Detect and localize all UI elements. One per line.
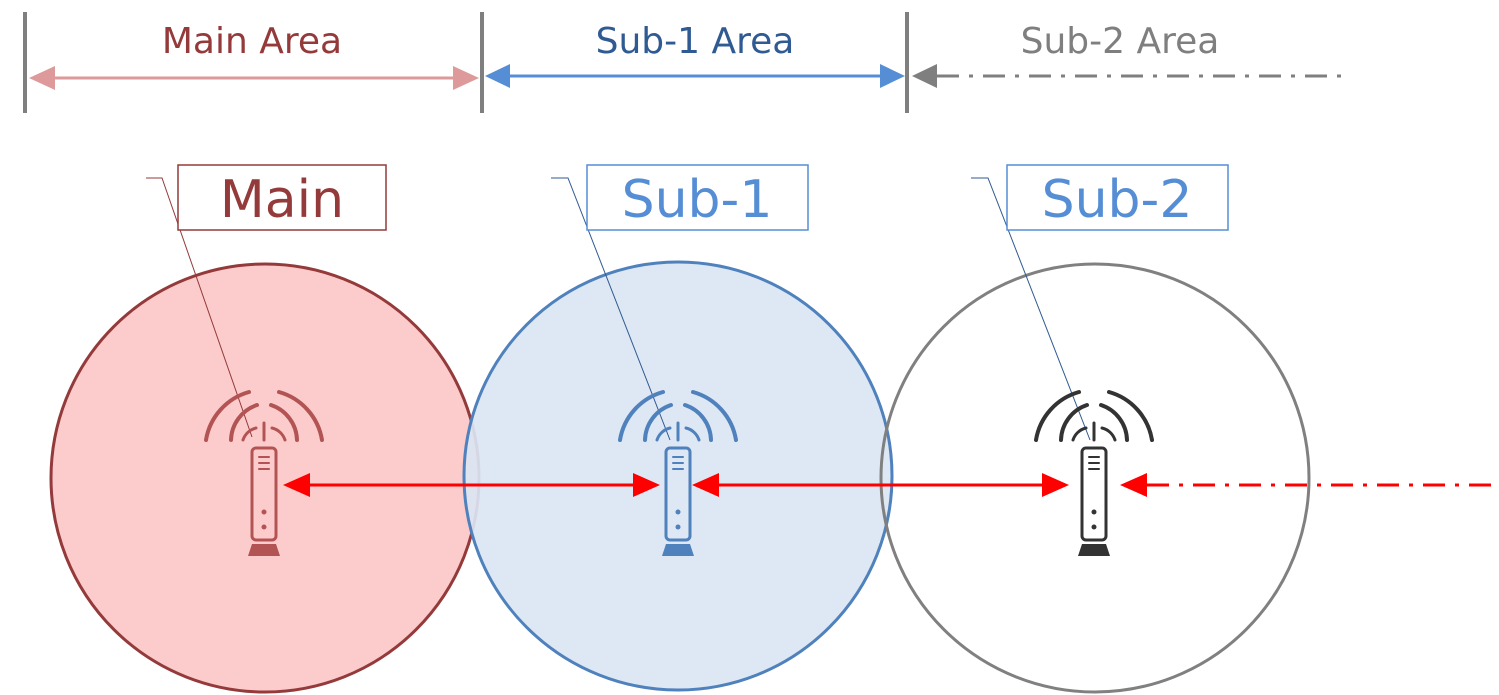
area-ruler: Main Area Sub-1 Area Sub-2 Area	[23, 12, 1342, 113]
sub1-router-icon	[618, 390, 738, 556]
sub2-router-icon	[1034, 390, 1154, 556]
main-area-label: Main Area	[162, 21, 342, 62]
sub2-coverage-circle	[879, 262, 1311, 694]
main-node-label: Main	[220, 170, 344, 230]
main-callout: Main	[146, 164, 387, 438]
sub1-area-label: Sub-1 Area	[596, 21, 795, 62]
link-main-sub1	[283, 473, 660, 497]
sub2-callout: Sub-2	[971, 164, 1229, 441]
sub1-label-box	[586, 164, 809, 231]
main-coverage-circle	[49, 262, 481, 694]
link-sub2-next	[1120, 473, 1499, 497]
sub2-node-label: Sub-2	[1042, 170, 1193, 230]
sub1-area-arrow	[485, 64, 905, 88]
main-label-box	[177, 164, 387, 231]
sub1-node-label: Sub-1	[622, 170, 773, 230]
sub2-area-arrow	[912, 64, 1342, 88]
link-sub1-sub2	[692, 473, 1069, 497]
main-router-icon	[204, 390, 324, 556]
sub2-area-label: Sub-2 Area	[1021, 21, 1220, 62]
sub1-coverage-circle	[462, 260, 894, 692]
sub2-label-box	[1006, 164, 1229, 231]
sub1-callout: Sub-1	[551, 164, 809, 441]
main-area-arrow	[29, 66, 479, 90]
